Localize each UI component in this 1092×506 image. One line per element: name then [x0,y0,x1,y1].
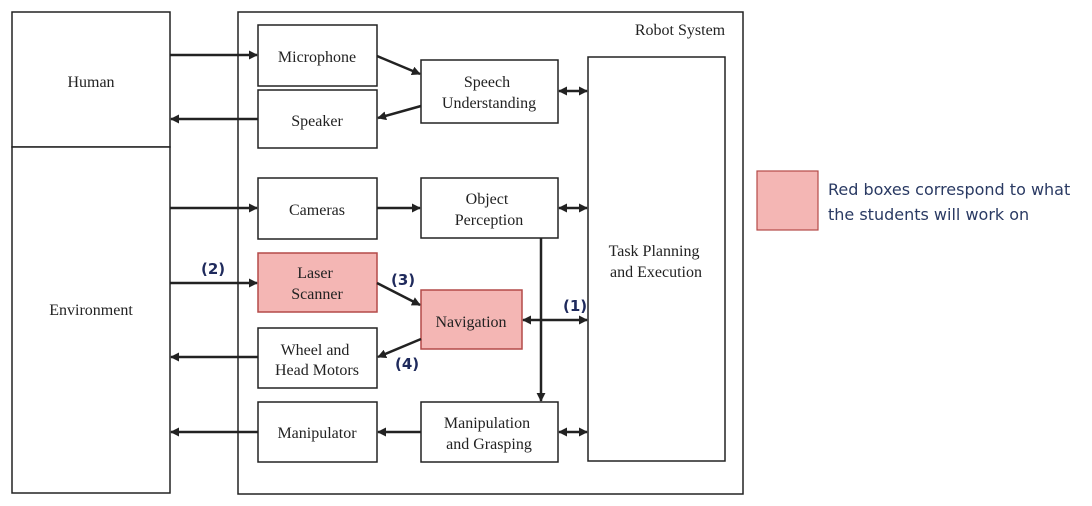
navigation-label: Navigation [435,314,506,331]
step-label-4: (4) [395,355,419,373]
step-label-3: (3) [391,271,415,289]
environment-box [11,146,171,494]
speaker-box [257,89,378,149]
robot-system-title: Robot System [635,22,726,39]
laser-scanner-label: Laser Scanner [291,265,343,303]
navigation-box [420,289,523,350]
laser-scanner-box [257,252,378,313]
wheel-head-motors-box [257,327,378,389]
legend-text-line1: Red boxes correspond to what [828,180,1070,199]
object-perception-box [420,177,559,239]
environment-label: Environment [49,302,133,319]
task-planning-label: Task Planning and Execution [609,243,704,281]
object-perception-label: Object Perception [455,191,523,229]
arrow-laser-to-navigation [376,281,421,307]
speech-understanding-box [420,59,559,124]
task-planning-box [587,56,726,462]
arrow-navigation-to-motors [377,337,422,359]
human-label: Human [67,74,114,91]
legend-swatch [756,170,819,231]
microphone-box [257,24,378,87]
step-label-2: (2) [201,260,225,278]
arrow-speech-to-speaker [377,104,422,121]
arrow-microphone-to-speech [376,54,421,76]
manipulator-label: Manipulator [277,425,357,442]
speaker-label: Speaker [291,113,343,130]
step-label-1: (1) [563,297,587,315]
human-box [11,11,171,148]
manipulator-box [257,401,378,463]
wheel-head-motors-label: Wheel and Head Motors [275,342,359,379]
speech-understanding-label: Speech Understanding [442,74,536,112]
legend-text-line2: the students will work on [828,205,1029,224]
cameras-label: Cameras [289,202,345,219]
cameras-box [257,177,378,240]
manipulation-grasping-box [420,401,559,463]
microphone-label: Microphone [278,49,356,66]
manipulation-grasping-label: Manipulation and Grasping [444,415,534,453]
